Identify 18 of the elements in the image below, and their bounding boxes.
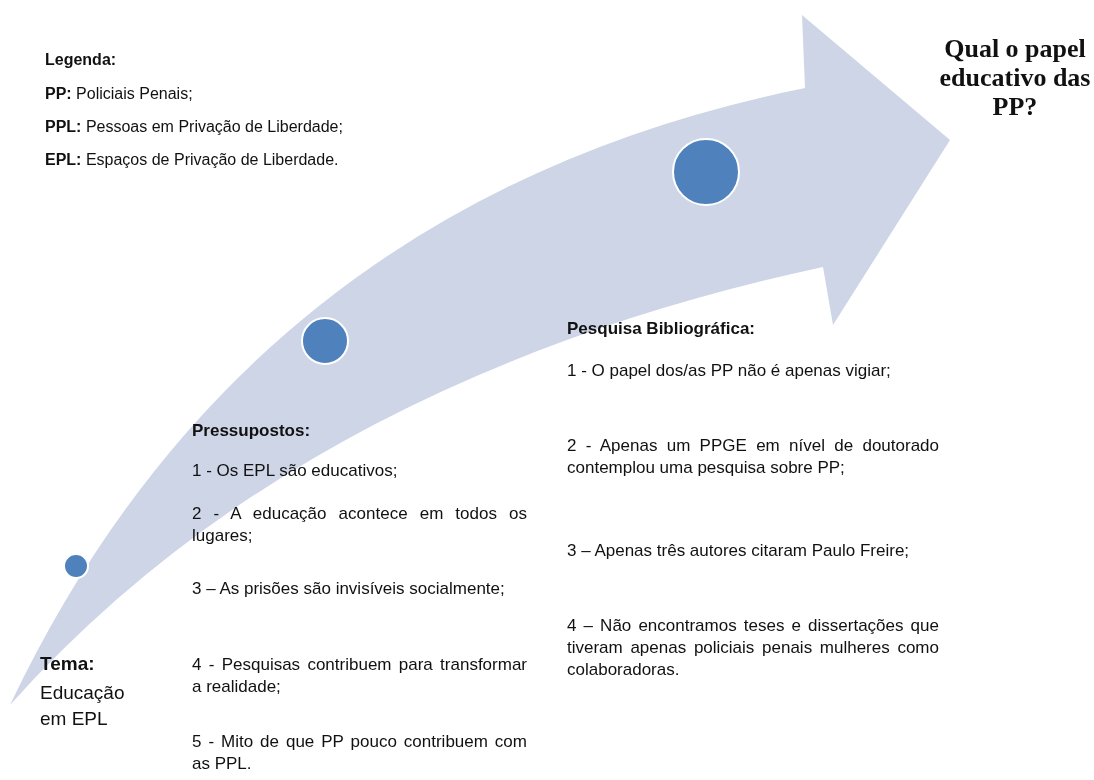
- legend-heading: Legenda:: [45, 50, 118, 70]
- topic-heading: Tema:: [40, 652, 96, 676]
- section-heading: Pesquisa Bibliográfica:: [567, 318, 756, 340]
- legend-entry: PP: Policiais Penais;: [45, 84, 194, 104]
- list-item: 3 – As prisões são invisíveis socialmente;: [192, 578, 506, 600]
- legend-entry: EPL: Espaços de Privação de Liberdade.: [45, 150, 340, 170]
- list-item: 2 - Apenas um PPGE em nível de doutorado contemplou uma pesquisa sobre PP;: [567, 435, 939, 480]
- list-item: 1 - Os EPL são educativos;: [192, 460, 399, 482]
- legend-entry: PPL: Pessoas em Privação de Liberdade;: [45, 117, 344, 137]
- list-item: 3 – Apenas três autores citaram Paulo Freire;: [567, 540, 911, 562]
- list-item: 4 - Pesquisas contribuem para transformar a realidade;: [192, 654, 527, 699]
- list-item: 5 - Mito de que PP pouco contribuem com as PPL.: [192, 731, 527, 776]
- list-item: 2 - A educação acontece em todos os lugares;: [192, 503, 527, 548]
- question-text: Qual o papel educativo das PP?: [938, 34, 1092, 122]
- topic-text: Educação em EPL: [40, 681, 126, 731]
- list-item: 1 - O papel dos/as PP não é apenas vigiar;: [567, 360, 892, 382]
- section-heading: Pressupostos:: [192, 420, 312, 442]
- list-item: 4 – Não encontramos teses e dissertações que tiveram apenas policiais penais mulheres como colaboradoras.: [567, 615, 939, 682]
